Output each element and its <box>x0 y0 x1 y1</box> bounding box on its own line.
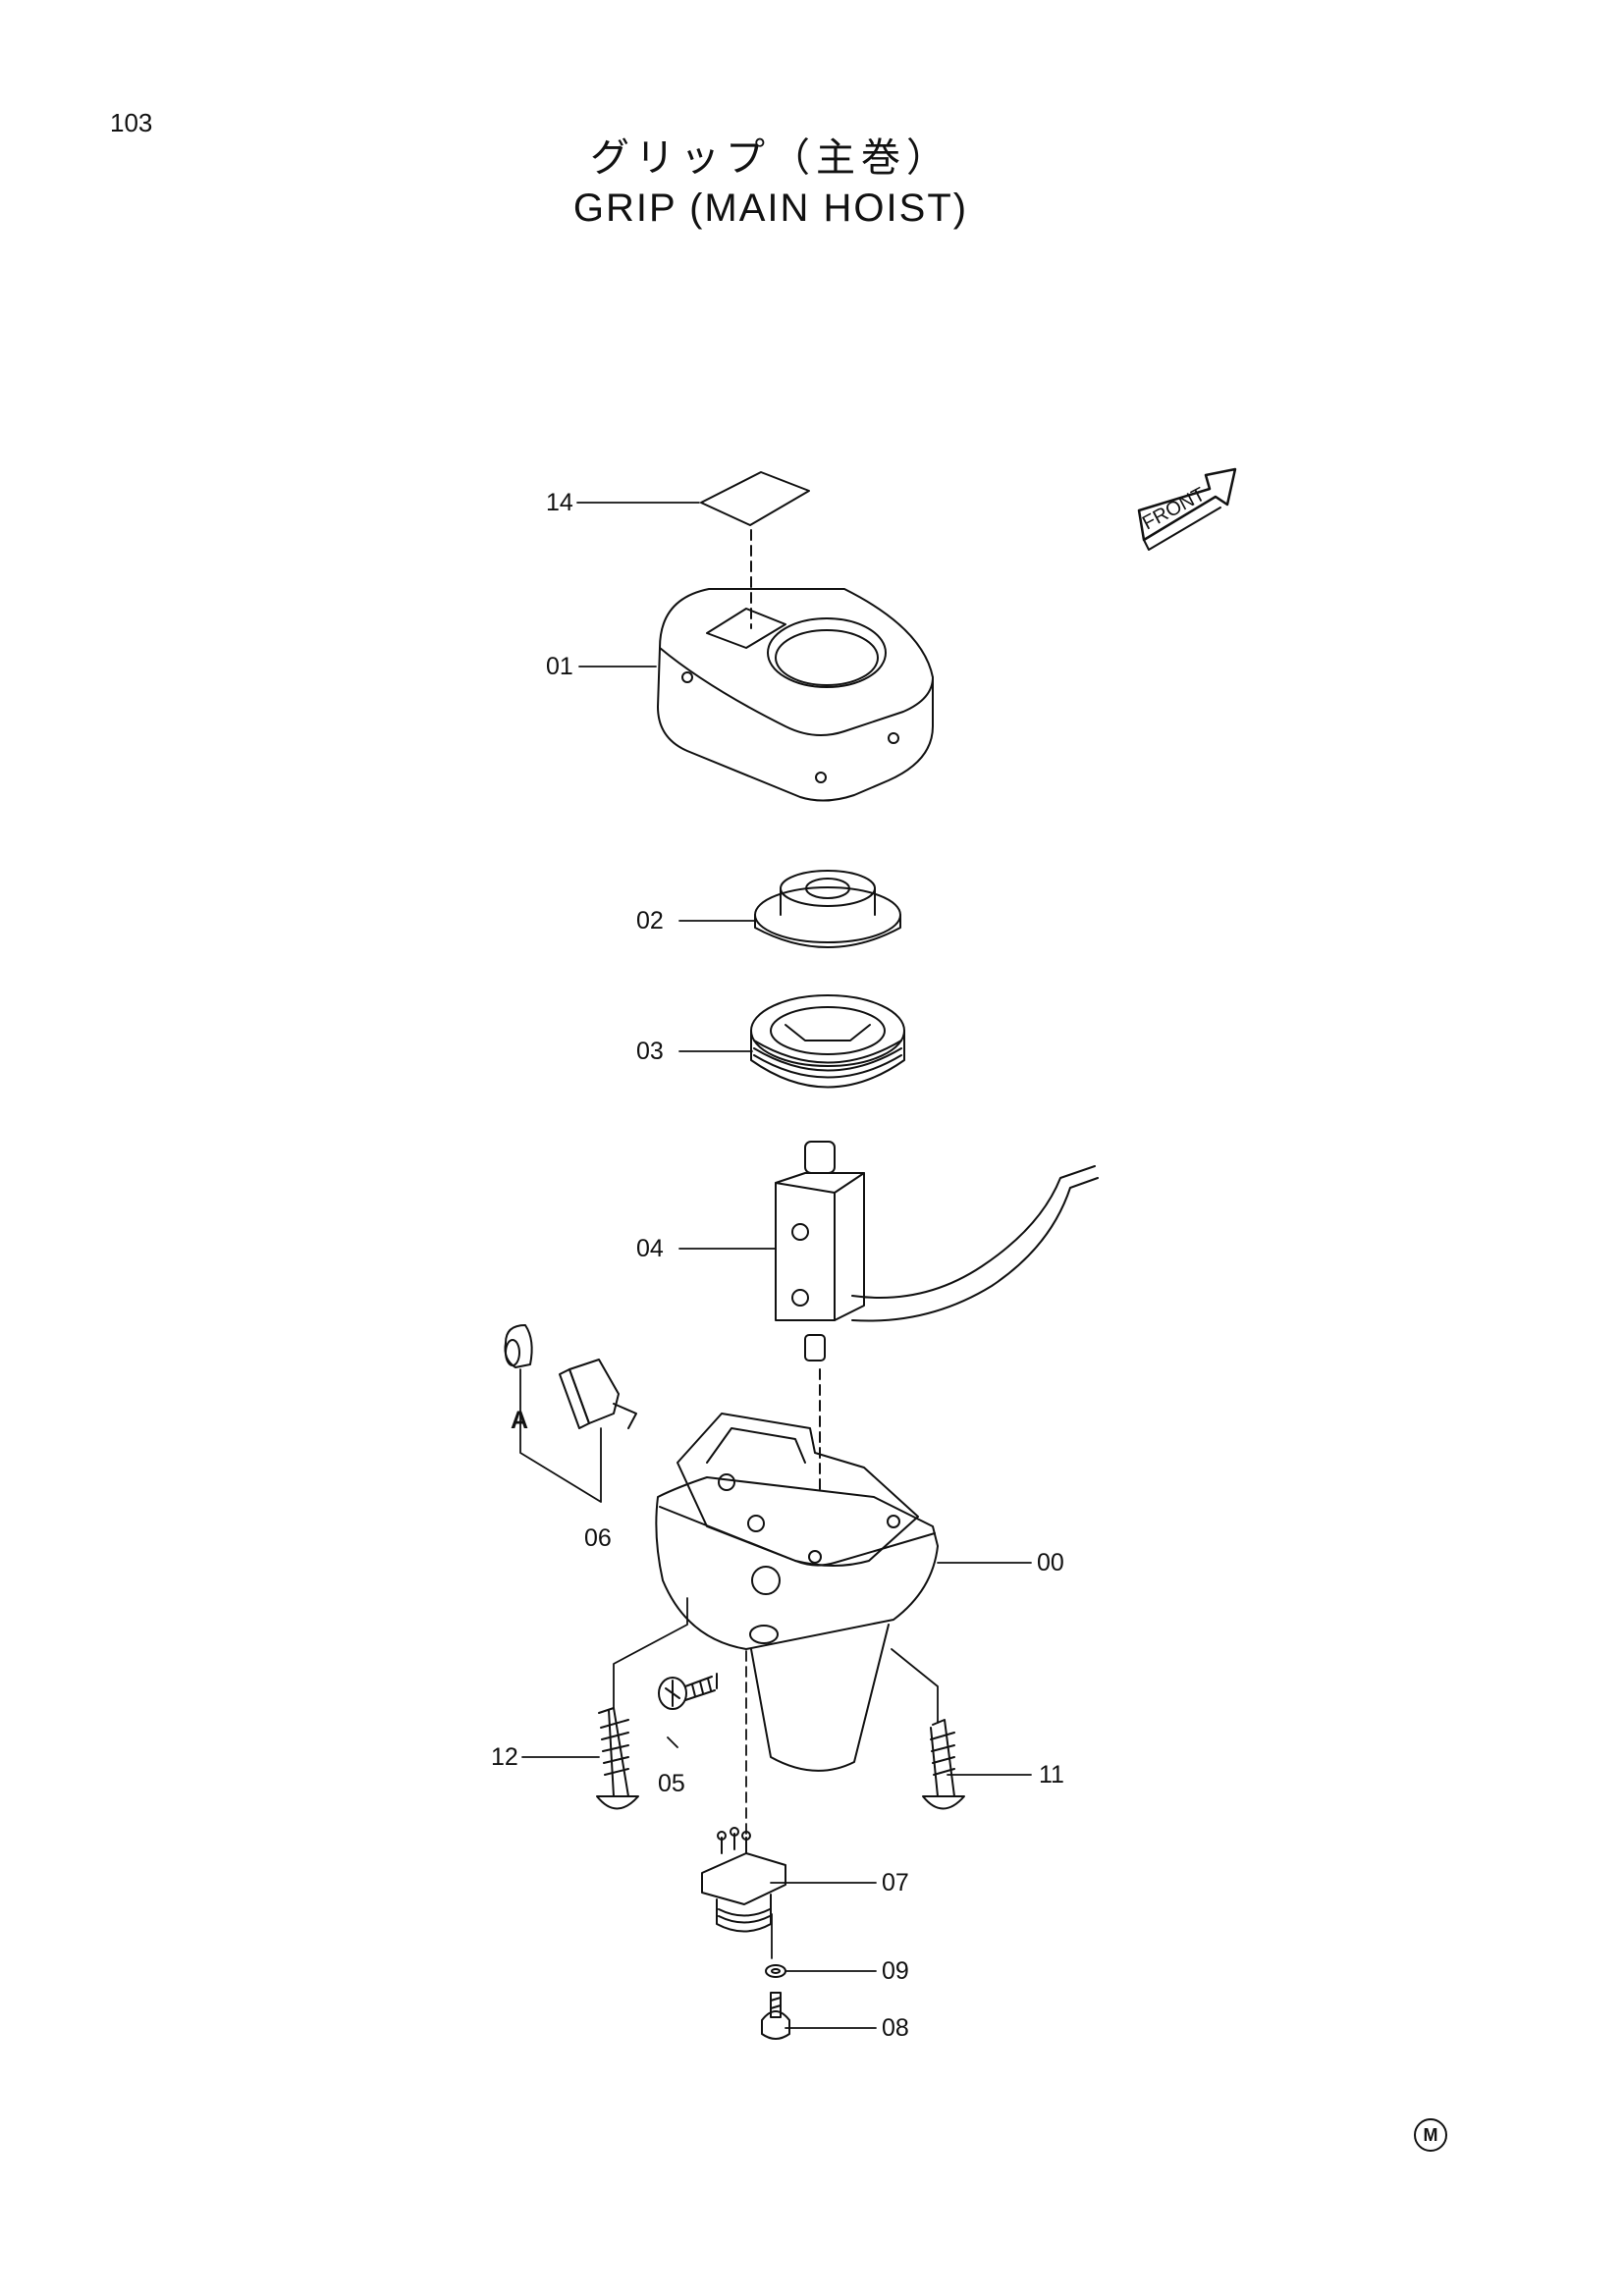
part-08-screw <box>761 1992 790 2040</box>
part-00-grip-body <box>655 1413 939 1772</box>
page-number: 103 <box>110 108 153 137</box>
callout-labels: 14 01 02 03 04 00 A 06 12 05 11 07 09 08 <box>491 489 1064 2042</box>
circled-m-mark: M <box>1414 2118 1447 2152</box>
part-05-screw <box>658 1673 718 1710</box>
callout-11: 11 <box>1039 1761 1064 1789</box>
part-03-seal <box>750 994 905 1089</box>
part-01-cover <box>657 588 934 802</box>
callout-04: 04 <box>636 1235 664 1262</box>
callout-05: 05 <box>658 1770 685 1797</box>
leader-lines <box>519 502 1032 2029</box>
callout-06: 06 <box>584 1524 612 1552</box>
part-02-bushing <box>754 870 901 948</box>
part-09-washer <box>765 1964 786 1978</box>
callout-A: A <box>511 1407 528 1434</box>
title-english: GRIP (MAIN HOIST) <box>572 187 969 230</box>
part-06-plug <box>504 1324 637 1429</box>
callout-12: 12 <box>491 1743 518 1771</box>
part-11-screw <box>922 1719 965 1810</box>
front-arrow: FRONT <box>1137 467 1237 551</box>
callout-01: 01 <box>546 653 573 680</box>
callout-07: 07 <box>882 1869 909 1896</box>
part-14-label-plate <box>700 471 810 629</box>
part-04-switch <box>775 1141 1099 1493</box>
front-arrow-label: FRONT <box>1139 484 1209 535</box>
part-12-screw <box>596 1707 639 1810</box>
callout-03: 03 <box>636 1038 664 1065</box>
callout-14: 14 <box>546 489 573 516</box>
title-japanese: グリップ（主巻） <box>590 135 951 181</box>
part-07-connector <box>701 1827 786 1933</box>
callout-09: 09 <box>882 1957 909 1985</box>
callout-02: 02 <box>636 907 664 934</box>
callout-00: 00 <box>1037 1549 1064 1576</box>
callout-08: 08 <box>882 2014 909 2042</box>
